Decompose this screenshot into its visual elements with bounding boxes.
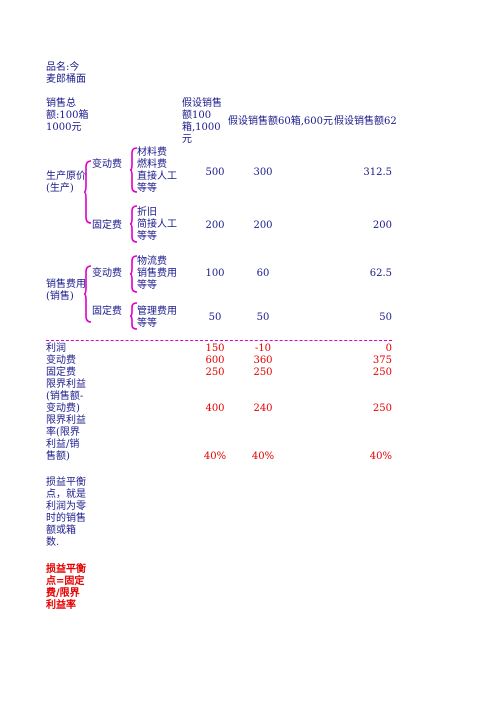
production-variable-brace — [129, 147, 138, 193]
marginal-rate-label-line: 利益/销 — [46, 439, 80, 450]
cost-item: 销售费用 — [137, 268, 177, 279]
sales-variable-items: 物流费 销售费用 等等 — [137, 256, 177, 292]
marginal-rate-label: 限界利益 率(限界 利益/销 售额) — [46, 415, 86, 463]
sales-cost-brace — [83, 265, 92, 323]
scenario-1-header-line: 假设销售 — [182, 98, 222, 109]
value-cell: 300 — [253, 167, 273, 178]
scenario-2-header: 假设销售额60箱,600元 — [228, 116, 333, 127]
sales-total-line: 1000元 — [46, 122, 82, 133]
sales-total-line: 销售总 — [46, 98, 76, 109]
marginal-profit-label-line: 变动费) — [46, 403, 80, 414]
production-cost-brace — [83, 160, 92, 224]
value-cell: 500 — [205, 167, 225, 178]
scenario-3-header: 假设销售额62 — [334, 116, 397, 127]
cost-item: 等等 — [137, 318, 157, 329]
production-variable-label: 变动费 — [92, 159, 122, 170]
scenario-1-header-line: 额100 — [182, 110, 212, 121]
sales-total-line: 额:100箱 — [46, 110, 89, 121]
value-cell: 62.5 — [369, 268, 392, 279]
production-variable-items: 材料费 燃料费 直接人工 等等 — [137, 147, 177, 195]
sales-fixed-brace — [129, 302, 138, 330]
note-line: 时的销售 — [46, 513, 86, 524]
note-line: 利润为零 — [46, 501, 86, 512]
marginal-profit-label-line: 限界利益 — [46, 379, 86, 390]
value-cell: 50 — [256, 312, 270, 323]
variable-total-cell: 360 — [253, 355, 273, 366]
scenario-1-header: 假设销售 额100 箱,1000 元 — [182, 98, 222, 146]
sales-total-header: 销售总 额:100箱 1000元 — [46, 98, 88, 134]
value-cell: 200 — [253, 220, 273, 231]
note-line: 额或箱 — [46, 525, 76, 536]
cost-item: 等等 — [137, 231, 157, 242]
value-cell: 100 — [205, 268, 225, 279]
value-cell: 200 — [372, 220, 392, 231]
sales-cost-label-line: 销售费用 — [46, 279, 86, 290]
profit-label: 利润 — [46, 343, 66, 354]
fixed-total-cell: 250 — [372, 367, 392, 378]
production-cost-label: 生产原价 (生产) — [46, 171, 86, 195]
fixed-total-cell: 250 — [205, 367, 225, 378]
marginal-profit-cell: 240 — [253, 403, 273, 414]
breakeven-description: 损益平衡 点，就是 利润为零 时的销售 额或箱 数. — [46, 477, 86, 549]
marginal-rate-label-line: 率(限界 — [46, 427, 80, 438]
sales-cost-label-line: (销售) — [46, 291, 74, 302]
cost-item: 物流费 — [137, 256, 167, 267]
note-line: 损益平衡 — [46, 477, 86, 488]
sales-variable-brace — [129, 255, 138, 293]
fixed-total-cell: 250 — [253, 367, 273, 378]
value-cell: 50 — [208, 312, 222, 323]
variable-total-label: 变动费 — [46, 355, 76, 366]
marginal-profit-label: 限界利益 (销售额- 变动费) — [46, 379, 86, 415]
sales-cost-label: 销售费用 (销售) — [46, 279, 86, 303]
value-cell: 60 — [256, 268, 270, 279]
breakeven-formula: 损益平衡 点=固定 费/限界 利益率 — [46, 564, 86, 612]
marginal-rate-label-line: 限界利益 — [46, 415, 86, 426]
scenario-1-header-line: 箱,1000 — [182, 122, 221, 133]
production-fixed-brace — [129, 205, 138, 243]
variable-total-cell: 375 — [372, 355, 392, 366]
cost-item: 等等 — [137, 280, 157, 291]
profit-cell: -10 — [254, 343, 272, 354]
fixed-total-label: 固定费 — [46, 367, 76, 378]
formula-line: 利益率 — [46, 600, 76, 611]
sales-fixed-items: 管理费用 等等 — [137, 306, 177, 330]
divider-line — [46, 340, 392, 341]
product-name-line2: 麦郎桶面 — [46, 74, 86, 85]
production-fixed-items: 折旧 简接人工 等等 — [137, 207, 177, 243]
scenario-1-header-line: 元 — [182, 134, 192, 145]
cost-item: 管理费用 — [137, 306, 177, 317]
value-cell: 312.5 — [363, 167, 392, 178]
cost-item: 折旧 — [137, 207, 157, 218]
product-name: 品名:今 麦郎桶面 — [46, 62, 86, 86]
profit-cell: 150 — [205, 343, 225, 354]
marginal-profit-label-line: (销售额- — [46, 391, 84, 402]
cost-item: 简接人工 — [137, 219, 177, 230]
production-fixed-label: 固定费 — [92, 220, 122, 231]
marginal-profit-cell: 400 — [205, 403, 225, 414]
note-line: 数. — [46, 537, 60, 548]
variable-total-cell: 600 — [205, 355, 225, 366]
cost-item: 直接人工 — [137, 171, 177, 182]
sales-fixed-label: 固定费 — [92, 306, 122, 317]
note-line: 点，就是 — [46, 489, 86, 500]
marginal-rate-cell: 40% — [203, 451, 227, 462]
formula-line: 点=固定 — [46, 576, 85, 587]
profit-cell: 0 — [385, 343, 392, 354]
product-name-line1: 品名:今 — [46, 62, 80, 73]
value-cell: 50 — [379, 312, 392, 323]
cost-item: 材料费 — [137, 147, 167, 158]
value-cell: 200 — [205, 220, 225, 231]
formula-line: 费/限界 — [46, 588, 80, 599]
formula-line: 损益平衡 — [46, 564, 86, 575]
marginal-rate-label-line: 售额) — [46, 451, 70, 462]
production-cost-label-line: 生产原价 — [46, 171, 86, 182]
marginal-rate-cell: 40% — [369, 451, 392, 462]
production-cost-label-line: (生产) — [46, 183, 74, 194]
cost-item: 燃料费 — [137, 159, 167, 170]
sales-variable-label: 变动费 — [92, 268, 122, 279]
marginal-rate-cell: 40% — [251, 451, 275, 462]
marginal-profit-cell: 250 — [372, 403, 392, 414]
cost-item: 等等 — [137, 183, 157, 194]
